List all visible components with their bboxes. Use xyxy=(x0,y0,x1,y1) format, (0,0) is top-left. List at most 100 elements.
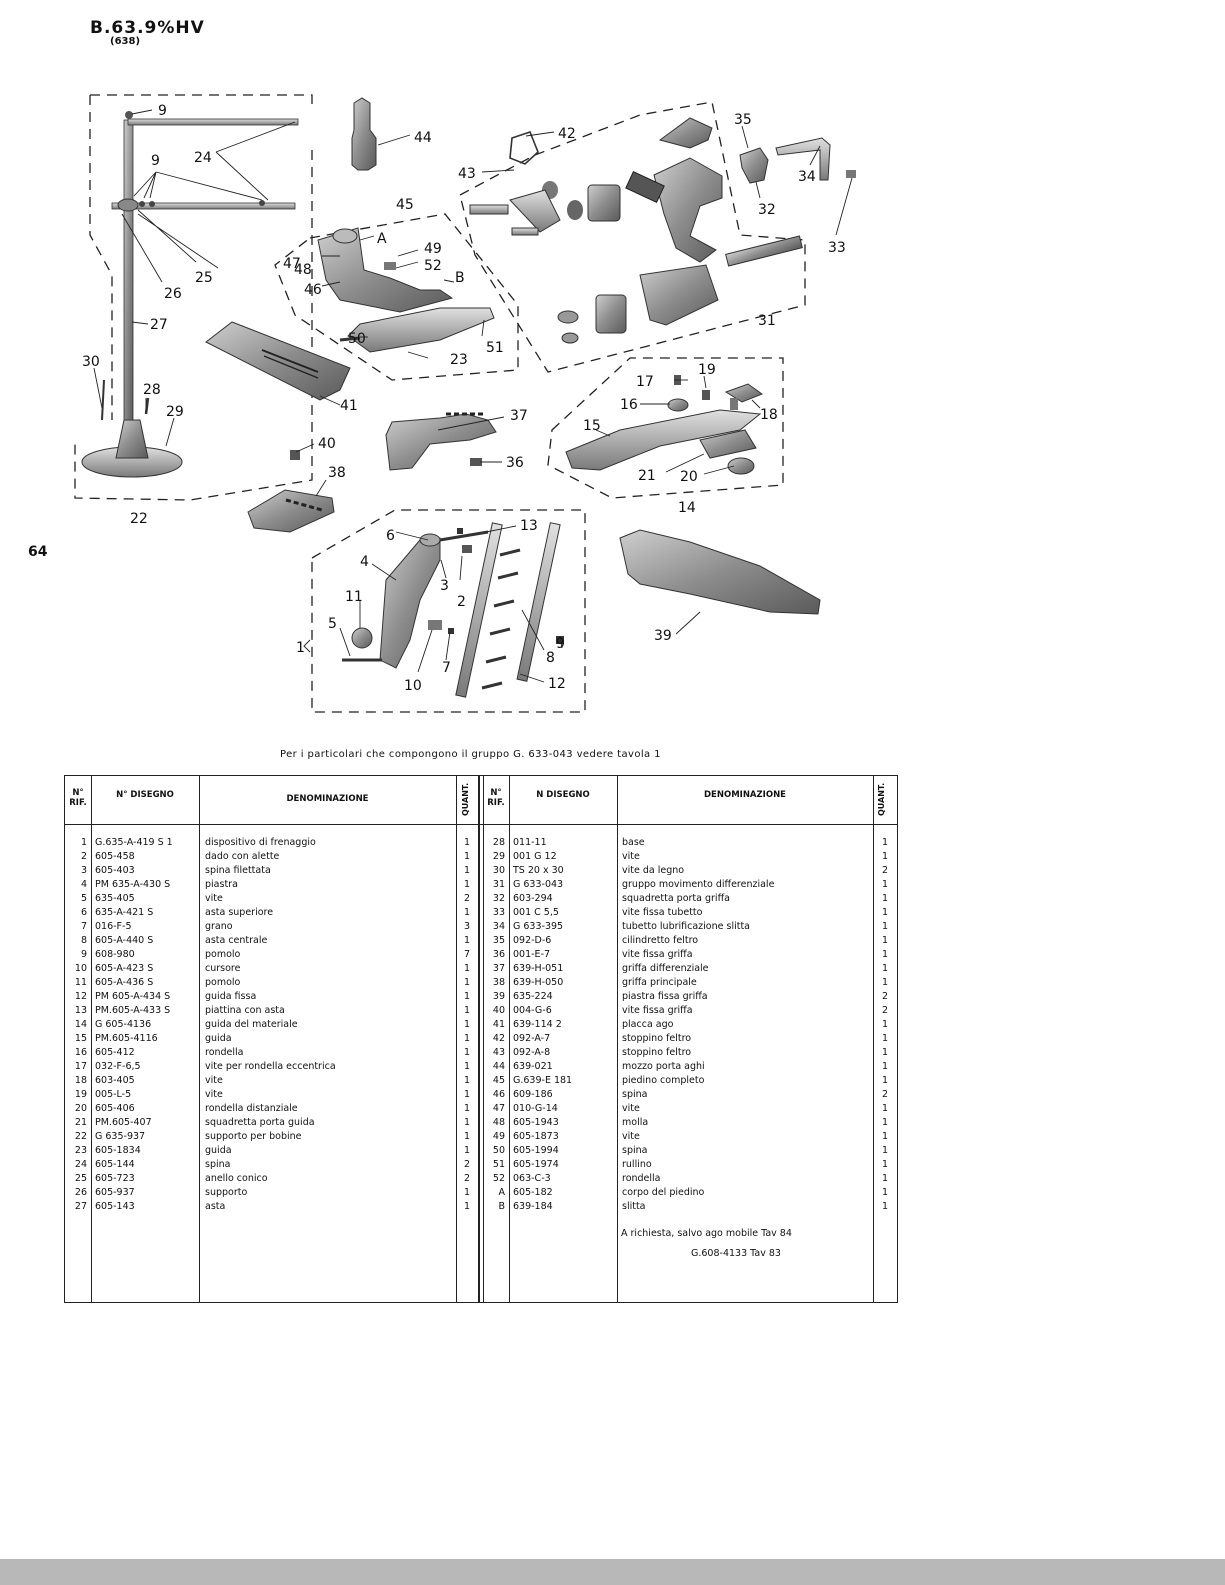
table-cell: guida xyxy=(205,1145,232,1156)
callout-27: 27 xyxy=(150,317,168,333)
table-cell: 2 xyxy=(463,1173,471,1184)
table-cell: asta xyxy=(205,1201,226,1212)
table-cell: 26 xyxy=(74,1187,87,1198)
table-cell: 1 xyxy=(463,1187,471,1198)
table-cell: 603-294 xyxy=(513,893,553,904)
table-cell: 635-405 xyxy=(95,893,135,904)
bobbin-stand-illustration xyxy=(81,111,299,478)
callout-25: 25 xyxy=(195,270,213,286)
table-cell: piastra fissa griffa xyxy=(622,991,708,1002)
table-cell: 639-021 xyxy=(513,1061,553,1072)
table-cell: guida xyxy=(205,1033,232,1044)
table-cell: 1 xyxy=(881,935,889,946)
table-cell: 1 xyxy=(881,1187,889,1198)
table-cell: 7 xyxy=(80,921,87,932)
table-cell: 605-937 xyxy=(95,1187,135,1198)
leader-lines xyxy=(93,109,853,683)
table-cell: 605-A-436 S xyxy=(95,977,154,988)
table-cell: 1 xyxy=(881,1061,889,1072)
callout-4: 4 xyxy=(360,554,369,570)
page-number: 64 xyxy=(28,544,48,560)
table-cell: stoppino feltro xyxy=(622,1033,692,1044)
footnote-optional-needle: A richiesta, salvo ago mobile Tav 84 xyxy=(621,1228,792,1239)
table-cell: A xyxy=(498,1187,506,1198)
table-cell: 605-403 xyxy=(95,865,135,876)
table-cell: 1 xyxy=(463,1131,471,1142)
table-cell: PM 605-A-434 S xyxy=(95,991,171,1002)
table-cell: 49 xyxy=(492,1131,505,1142)
table-cell: 33 xyxy=(492,907,505,918)
callout-29: 29 xyxy=(166,404,184,420)
callout-9: 9 xyxy=(158,103,167,119)
callout-6: 6 xyxy=(386,528,395,544)
callout-21: 21 xyxy=(638,468,656,484)
table-cell: vite xyxy=(622,1131,640,1142)
callout-10: 10 xyxy=(404,678,422,694)
table-cell: 37 xyxy=(492,963,505,974)
table-cell: 1 xyxy=(881,1145,889,1156)
table-cell: 092-A-8 xyxy=(513,1047,551,1058)
table-cell: 47 xyxy=(492,1103,505,1114)
model-code: B.63.9%HV xyxy=(90,18,205,38)
table-cell: 19 xyxy=(74,1089,87,1100)
table-cell: 39 xyxy=(492,991,505,1002)
table-cell: 1 xyxy=(881,1159,889,1170)
table-cell: 635-224 xyxy=(513,991,553,1002)
callout-1: 1 xyxy=(296,640,305,656)
callout-43: 43 xyxy=(458,166,476,182)
table-cell: 605-1943 xyxy=(513,1117,559,1128)
table-cell: 44 xyxy=(492,1061,505,1072)
callout-22: 22 xyxy=(130,511,148,527)
table-cell: 8 xyxy=(80,935,87,946)
table-cell: 1 xyxy=(881,893,889,904)
table-cell: vite xyxy=(622,851,640,862)
callout-46: 46 xyxy=(304,282,322,298)
differential-mechanism-illustration xyxy=(469,117,803,344)
table-cell: rondella distanziale xyxy=(205,1103,298,1114)
table-cell: 15 xyxy=(74,1033,87,1044)
table-cell: 12 xyxy=(74,991,87,1002)
table-cell: 1 xyxy=(881,1103,889,1114)
callout-47: 47 xyxy=(283,256,301,272)
table-cell: 24 xyxy=(74,1159,87,1170)
callout-17: 17 xyxy=(636,374,654,390)
table-cell: 1 xyxy=(881,837,889,848)
table-cell: 1 xyxy=(881,977,889,988)
callout-39: 39 xyxy=(654,628,672,644)
table-cell: vite xyxy=(205,1089,223,1100)
braking-device-illustration xyxy=(342,522,564,698)
table-cell: 50 xyxy=(492,1145,505,1156)
table-cell: 639-184 xyxy=(513,1201,553,1212)
table-cell: 2 xyxy=(463,893,471,904)
table-cell: 1 xyxy=(881,921,889,932)
table-cell: 1 xyxy=(463,1075,471,1086)
table-cell: 605-412 xyxy=(95,1047,135,1058)
table-cell: 1 xyxy=(881,1117,889,1128)
table-cell: 2 xyxy=(881,865,889,876)
table-cell: 3 xyxy=(80,865,87,876)
table-cell: 20 xyxy=(74,1103,87,1114)
header-rif: N° RIF. xyxy=(69,788,87,808)
table-cell: 609-186 xyxy=(513,1089,553,1100)
table-cell: rondella xyxy=(205,1047,244,1058)
table-cell: 52 xyxy=(492,1173,505,1184)
table-cell: G 633-395 xyxy=(513,921,564,932)
table-cell: corpo del piedino xyxy=(622,1187,705,1198)
table-cell: PM.605-407 xyxy=(95,1117,152,1128)
table-cell: 10 xyxy=(74,963,87,974)
callout-51: 51 xyxy=(486,340,504,356)
table-cell: 46 xyxy=(492,1089,505,1100)
table-cell: 092-A-7 xyxy=(513,1033,551,1044)
table-cell: 1 xyxy=(463,1061,471,1072)
table-cell: grano xyxy=(205,921,233,932)
exploded-parts-diagram: 9 24 9 25 26 27 30 28 29 22 44 45 A 47 4… xyxy=(74,94,856,713)
callout-36: 36 xyxy=(506,455,524,471)
callout-23: 23 xyxy=(450,352,468,368)
table-cell: 016-F-5 xyxy=(95,921,132,932)
callout-32: 32 xyxy=(758,202,776,218)
table-cell: PM.605-A-433 S xyxy=(95,1005,171,1016)
